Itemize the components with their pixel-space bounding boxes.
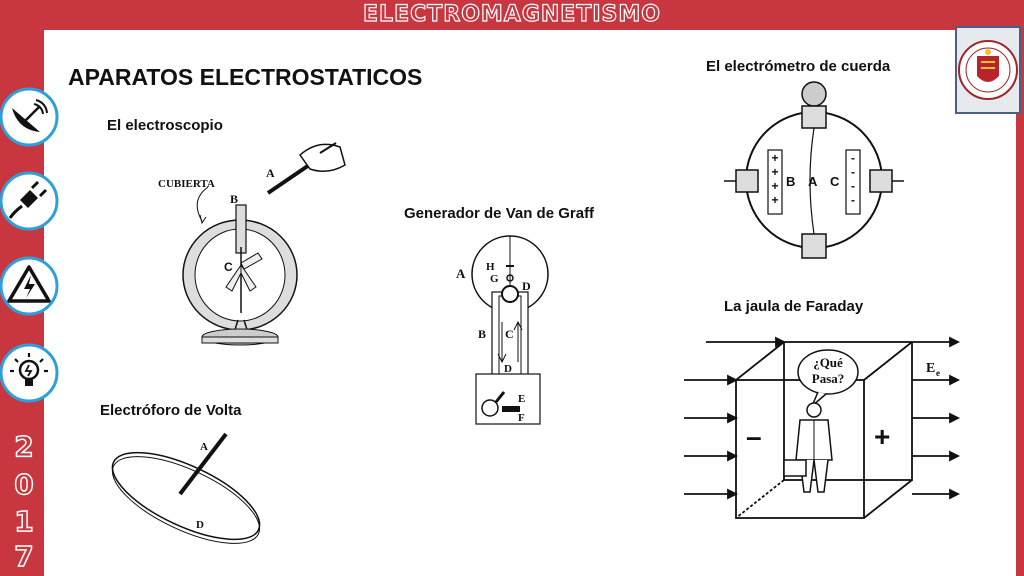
van-de-graff-heading: Generador de Van de Graff [404, 205, 595, 222]
high-voltage-warning-icon [0, 256, 59, 316]
banner-title: ELECTROMAGNETISMO [362, 1, 661, 27]
label-g: G [490, 273, 499, 285]
satellite-dish-icon [0, 87, 59, 147]
label-b: B [786, 174, 795, 189]
electroscope-diagram: CUBIERTA A B C [158, 142, 346, 346]
plug-icon [0, 171, 59, 231]
label-c: C [830, 174, 840, 189]
year-digit: 1 [14, 504, 35, 539]
right-border [1016, 0, 1024, 576]
string-electrometer-heading: El electrómetro de cuerda [706, 58, 891, 75]
label-f: F [518, 412, 525, 424]
university-logo [955, 26, 1021, 114]
plus-sign: + [771, 193, 778, 207]
electrophorus-diagram: A D [111, 432, 261, 544]
year-digit: 2 [14, 429, 35, 464]
minus-sign: - [851, 165, 855, 179]
plus-sign: + [874, 421, 890, 452]
top-banner [0, 0, 1024, 30]
speech-bubble-line1: ¿Qué [813, 355, 843, 370]
label-a: A [266, 166, 275, 180]
minus-sign: - [851, 193, 855, 207]
minus-sign: - [851, 151, 855, 165]
minus-sign: – [746, 421, 762, 452]
electroscope-heading: El electroscopio [107, 117, 223, 134]
year-digit: 7 [14, 539, 35, 574]
label-a: A [456, 266, 466, 281]
label-c: C [505, 327, 514, 341]
electrophorus-heading: Electróforo de Volta [100, 402, 242, 419]
label-b: B [478, 327, 486, 341]
faraday-cage-diagram: ¿Qué Pasa? E e – + [684, 336, 961, 519]
faraday-cage-heading: La jaula de Faraday [724, 298, 864, 315]
plus-sign: + [771, 179, 778, 193]
label-d-bottom: D [504, 363, 512, 375]
field-label: E [926, 361, 935, 376]
label-c: C [224, 260, 233, 274]
string-electrometer-diagram: + + + + - - - - B A C [724, 81, 904, 259]
label-a: A [808, 174, 818, 189]
label-d-top: D [522, 279, 531, 293]
speech-bubble-line2: Pasa? [812, 371, 845, 386]
label-d: D [196, 519, 204, 531]
plus-sign: + [771, 151, 778, 165]
plus-sign: + [771, 165, 778, 179]
year-digit: 0 [14, 467, 35, 502]
van-de-graff-diagram: A H G D B C D E F [456, 235, 549, 425]
label-h: H [486, 261, 495, 273]
label-e: E [518, 393, 525, 405]
light-bulb-icon [0, 343, 59, 403]
minus-sign: - [851, 179, 855, 193]
field-label-subscript: e [936, 368, 940, 378]
label-cubierta: CUBIERTA [158, 178, 215, 190]
label-a: A [200, 441, 208, 453]
slide-title: APARATOS ELECTROSTATICOS [68, 64, 423, 90]
label-b: B [230, 192, 238, 206]
